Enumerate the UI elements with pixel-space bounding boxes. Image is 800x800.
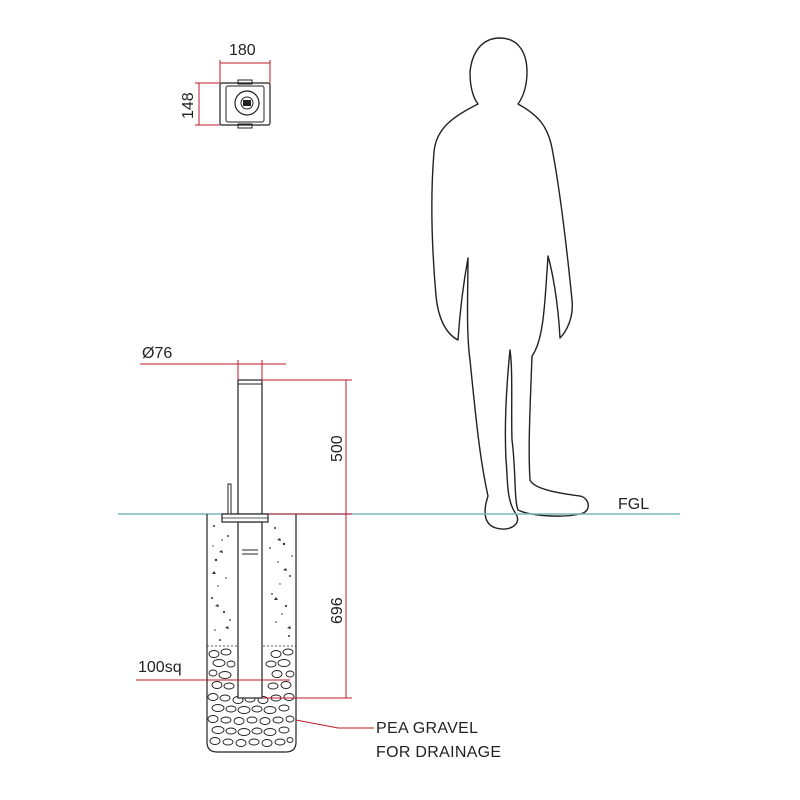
plan-lug-top — [237, 79, 253, 85]
post-sleeve-below — [237, 521, 263, 699]
gravel-leader-line — [295, 719, 374, 729]
gravel-note-line2: FOR DRAINAGE — [376, 744, 501, 761]
plan-inner-plate — [225, 85, 265, 123]
bollard-post — [221, 379, 269, 699]
plan-view: 180 148 — [180, 42, 271, 129]
plan-lock-slot — [243, 100, 251, 106]
post-shaft-above — [237, 379, 263, 515]
plan-post-circle-outer — [234, 90, 260, 116]
dim-diameter-text: Ø76 — [142, 345, 172, 362]
footing-outline — [206, 514, 297, 753]
dim-148-text: 148 — [180, 92, 197, 119]
gravel-note-line1: PEA GRAVEL — [376, 720, 478, 737]
dim-500-text: 500 — [329, 435, 346, 462]
dim-100sq-text: 100sq — [138, 659, 182, 676]
plan-lug-bottom — [237, 123, 253, 129]
post-lock-handle — [227, 483, 232, 515]
ground-level-label: FGL — [618, 496, 649, 513]
plan-base-plate — [219, 82, 271, 126]
dim-180-text: 180 — [229, 42, 256, 59]
human-silhouette — [431, 37, 589, 530]
plan-post-circle-inner — [240, 96, 254, 110]
dim-696-text: 696 — [329, 597, 346, 624]
concrete-speckle-pattern — [211, 525, 293, 641]
